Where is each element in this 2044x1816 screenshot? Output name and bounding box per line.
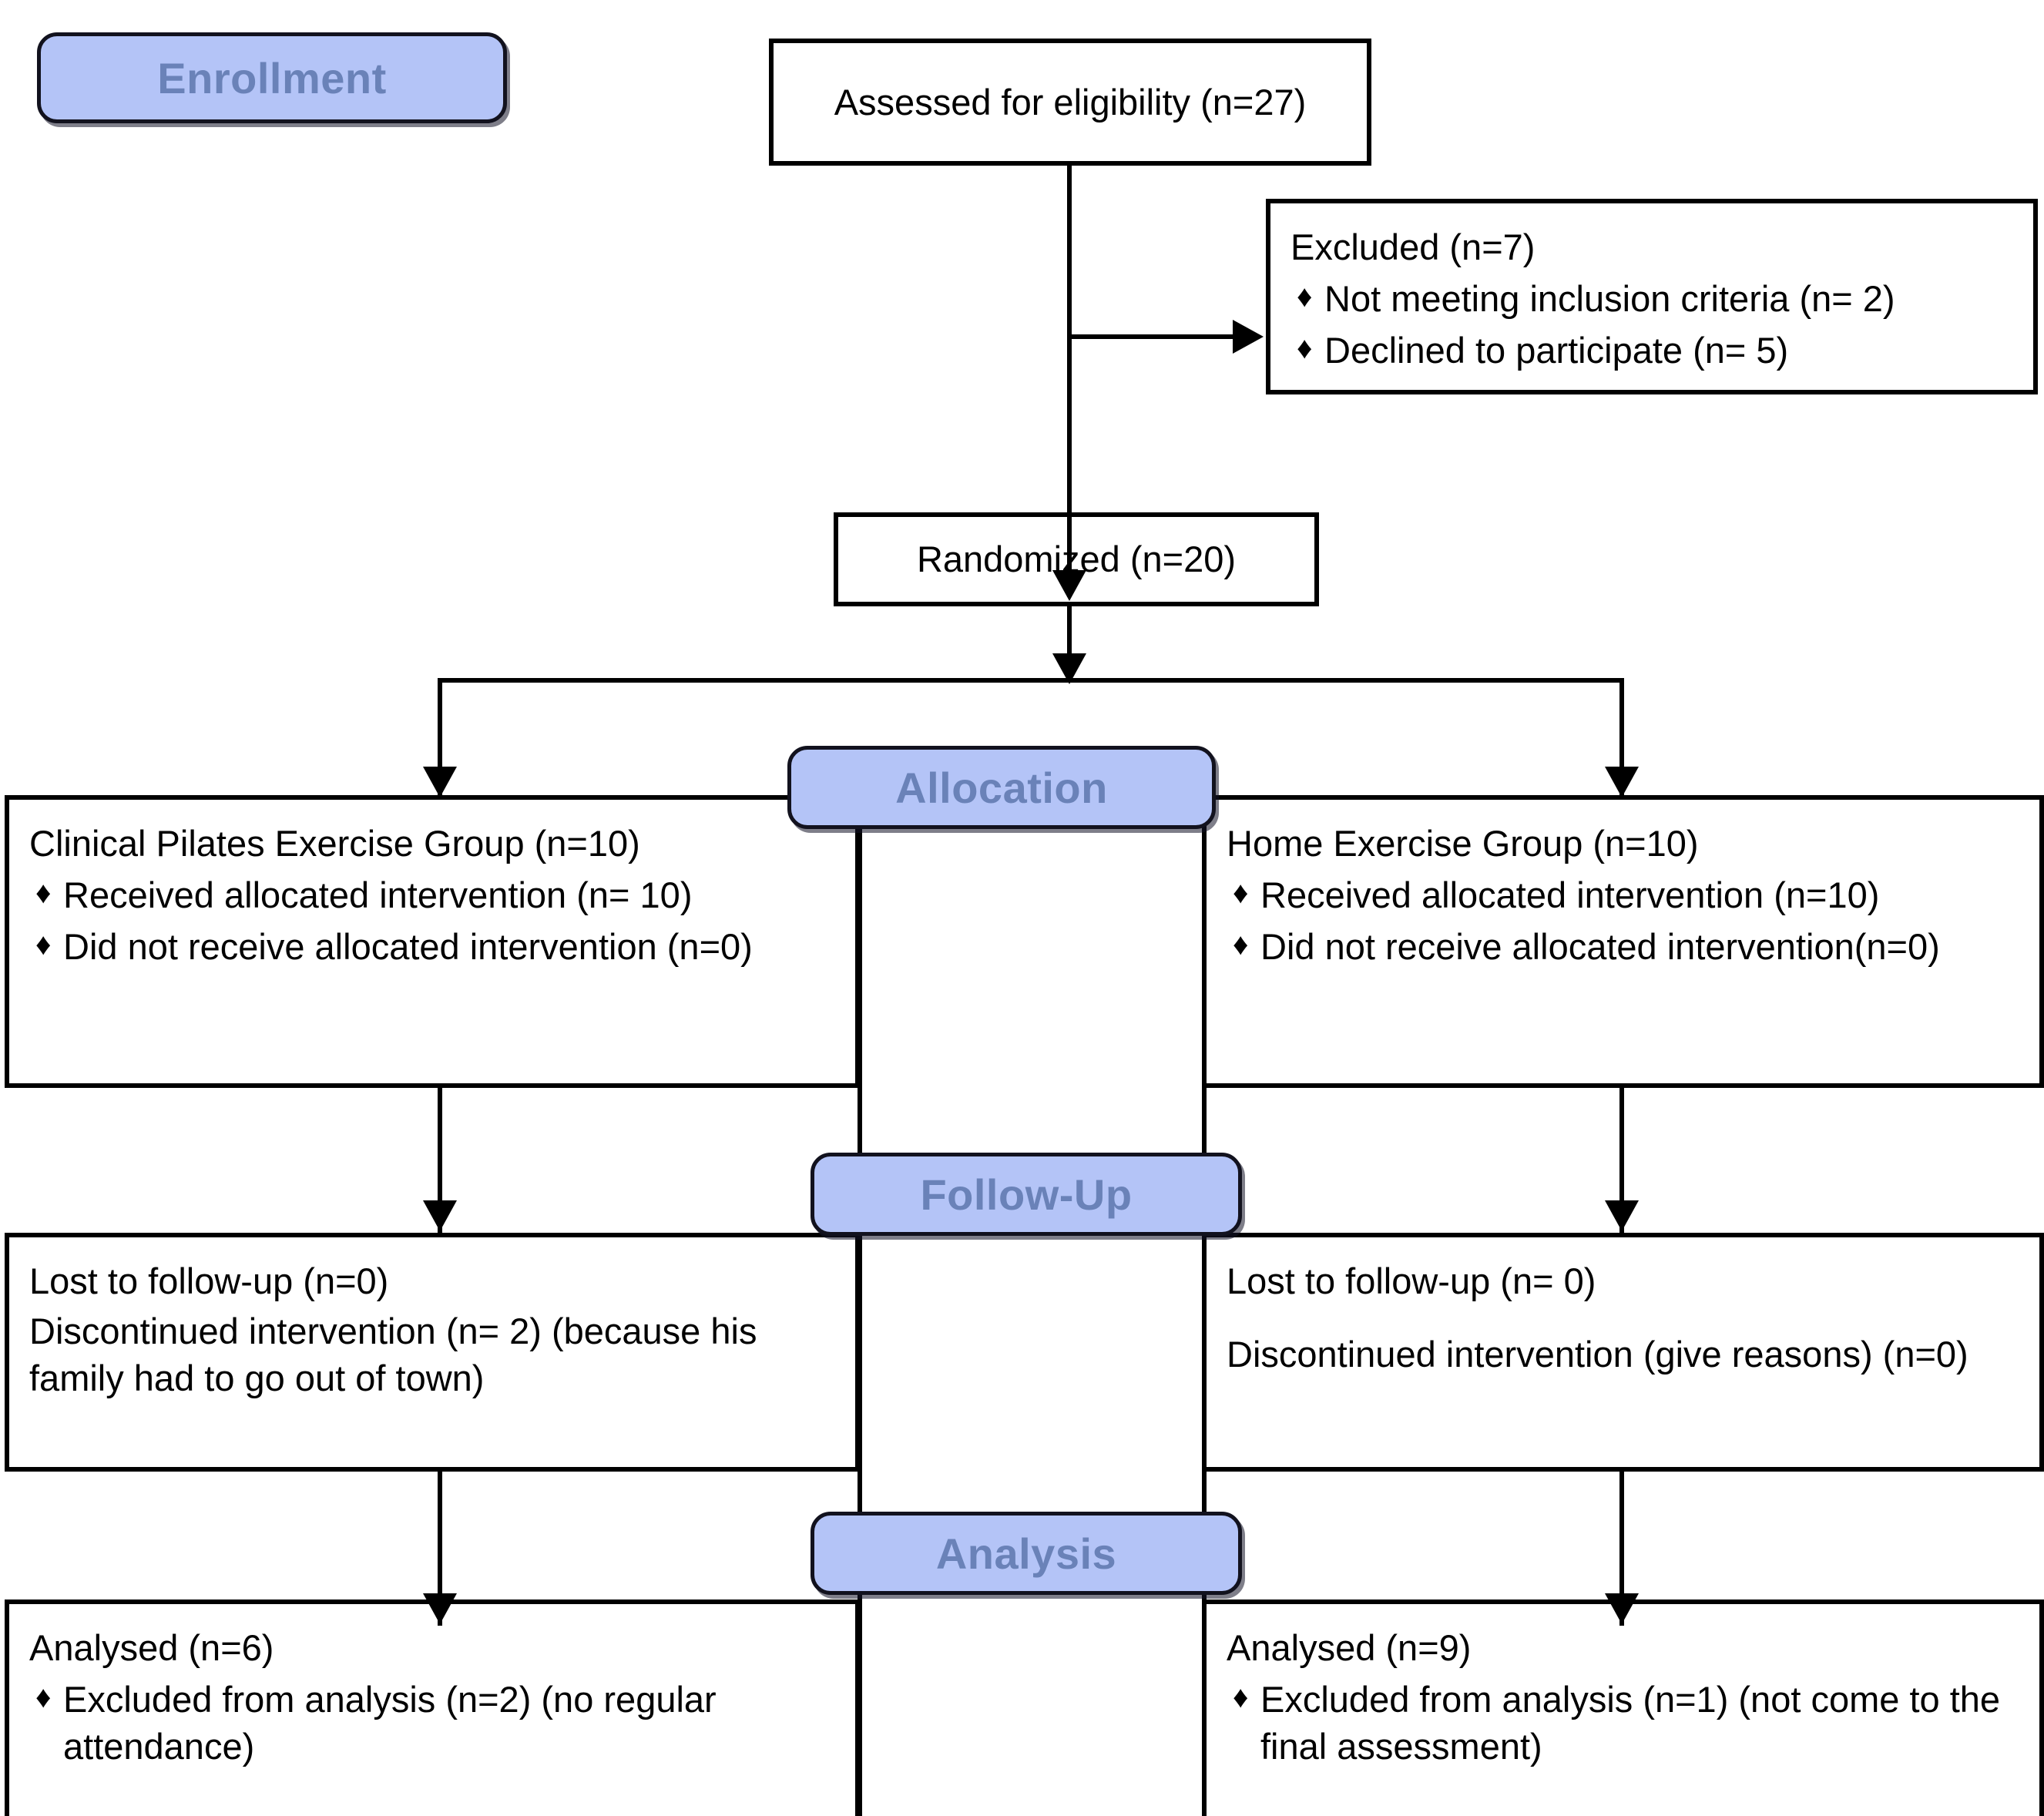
- alloc-left-bullet-2: ♦ Did not receive allocated intervention…: [29, 923, 835, 970]
- follow-right-line-1: Lost to follow-up (n= 0): [1227, 1260, 1596, 1301]
- alloc-left-bullet-2-label: Did not receive allocated intervention (…: [63, 926, 753, 968]
- connector-follow-right-to-analysis-right: [1619, 1472, 1624, 1626]
- arrowhead-to-alloc-left: [423, 767, 457, 797]
- analysis-left-heading: Analysed (n=6): [29, 1627, 274, 1668]
- analysis-right-heading: Analysed (n=9): [1227, 1627, 1472, 1668]
- gutter-line-followup-left: [858, 1233, 862, 1472]
- stage-badge-enrollment: Enrollment: [37, 32, 507, 123]
- analysis-left-bullet-1-label: Excluded from analysis (n=2) (no regular…: [63, 1679, 717, 1767]
- connector-alloc-left-to-follow-left: [438, 1088, 442, 1234]
- diamond-bullet-icon: ♦: [35, 1680, 52, 1715]
- follow-left-line-2: Discontinued intervention (n= 2) (becaus…: [29, 1311, 757, 1399]
- stage-badge-enrollment-label: Enrollment: [157, 53, 387, 102]
- diamond-bullet-icon: ♦: [1233, 1680, 1249, 1715]
- alloc-left-bullet-1-label: Received allocated intervention (n= 10): [63, 874, 693, 916]
- diamond-bullet-icon: ♦: [1297, 280, 1313, 314]
- arrowhead-to-randomized: [1052, 570, 1086, 601]
- node-allocation-home-exercise: Home Exercise Group (n=10) ♦ Received al…: [1202, 795, 2044, 1088]
- alloc-right-bullet-1: ♦ Received allocated intervention (n=10): [1227, 871, 2019, 918]
- excluded-heading: Excluded (n=7): [1291, 227, 1536, 267]
- stage-badge-follow-up: Follow-Up: [811, 1153, 1242, 1236]
- stage-badge-allocation-label: Allocation: [895, 763, 1108, 812]
- arrowhead-to-follow-left: [423, 1200, 457, 1231]
- connector-alloc-right-to-follow-right: [1619, 1088, 1624, 1234]
- diamond-bullet-icon: ♦: [1233, 928, 1249, 962]
- assessed-text: Assessed for eligibility (n=27): [834, 81, 1307, 123]
- node-assessed-for-eligibility: Assessed for eligibility (n=27): [769, 39, 1371, 166]
- connector-randomized-split-bar: [438, 678, 1624, 683]
- alloc-right-heading: Home Exercise Group (n=10): [1227, 823, 1699, 864]
- node-analysis-clinical-pilates: Analysed (n=6) ♦ Excluded from analysis …: [5, 1599, 860, 1816]
- node-followup-home-exercise: Lost to follow-up (n= 0) Discontinued in…: [1202, 1233, 2044, 1472]
- alloc-right-bullet-1-label: Received allocated intervention (n=10): [1260, 874, 1880, 916]
- connector-assessed-to-randomized: [1067, 166, 1072, 597]
- node-followup-clinical-pilates: Lost to follow-up (n=0) Discontinued int…: [5, 1233, 860, 1472]
- alloc-right-bullet-2-label: Did not receive allocated intervention(n…: [1260, 926, 1940, 968]
- connector-randomized-stem: [1067, 606, 1072, 682]
- analysis-left-bullet-1: ♦ Excluded from analysis (n=2) (no regul…: [29, 1676, 835, 1770]
- follow-right-spacer: [1227, 1307, 2019, 1331]
- diamond-bullet-icon: ♦: [35, 876, 52, 911]
- alloc-left-bullet-1: ♦ Received allocated intervention (n= 10…: [29, 871, 835, 918]
- gutter-line-allocation-right: [1202, 795, 1207, 1088]
- gutter-line-allocation-left: [858, 795, 862, 1088]
- alloc-left-heading: Clinical Pilates Exercise Group (n=10): [29, 823, 640, 864]
- excluded-bullet-1-label: Not meeting inclusion criteria (n= 2): [1324, 278, 1895, 320]
- connector-follow-left-to-analysis-left: [438, 1472, 442, 1626]
- gutter-line-analysis-left: [858, 1599, 862, 1816]
- arrowhead-to-alloc-right: [1605, 767, 1639, 797]
- excluded-bullet-2-label: Declined to participate (n= 5): [1324, 330, 1789, 371]
- excluded-bullet-1: ♦ Not meeting inclusion criteria (n= 2): [1291, 275, 2013, 322]
- follow-right-line-2: Discontinued intervention (give reasons)…: [1227, 1334, 1968, 1375]
- connector-split-right: [1619, 678, 1624, 797]
- diamond-bullet-icon: ♦: [1233, 876, 1249, 911]
- arrowhead-randomized-split: [1052, 653, 1086, 684]
- analysis-right-bullet-1-label: Excluded from analysis (n=1) (not come t…: [1260, 1679, 2001, 1767]
- follow-left-line-1: Lost to follow-up (n=0): [29, 1260, 389, 1301]
- node-excluded: Excluded (n=7) ♦ Not meeting inclusion c…: [1266, 199, 2038, 394]
- arrowhead-to-excluded: [1233, 320, 1264, 354]
- excluded-bullet-2: ♦ Declined to participate (n= 5): [1291, 327, 2013, 374]
- diamond-bullet-icon: ♦: [35, 928, 52, 962]
- gutter-line-analysis-right: [1202, 1599, 1207, 1816]
- arrowhead-to-analysis-right: [1605, 1593, 1639, 1624]
- node-analysis-home-exercise: Analysed (n=9) ♦ Excluded from analysis …: [1202, 1599, 2044, 1816]
- analysis-right-bullet-1: ♦ Excluded from analysis (n=1) (not come…: [1227, 1676, 2019, 1770]
- arrowhead-to-follow-right: [1605, 1200, 1639, 1231]
- node-allocation-clinical-pilates: Clinical Pilates Exercise Group (n=10) ♦…: [5, 795, 860, 1088]
- connector-assessed-to-excluded: [1067, 334, 1237, 339]
- alloc-right-bullet-2: ♦ Did not receive allocated intervention…: [1227, 923, 2019, 970]
- connector-split-left: [438, 678, 442, 797]
- diamond-bullet-icon: ♦: [1297, 331, 1313, 366]
- arrowhead-to-analysis-left: [423, 1593, 457, 1624]
- stage-badge-analysis: Analysis: [811, 1512, 1242, 1595]
- stage-badge-analysis-label: Analysis: [935, 1529, 1117, 1578]
- gutter-line-followup-right: [1202, 1233, 1207, 1472]
- stage-badge-allocation: Allocation: [787, 746, 1216, 829]
- stage-badge-follow-up-label: Follow-Up: [920, 1170, 1133, 1219]
